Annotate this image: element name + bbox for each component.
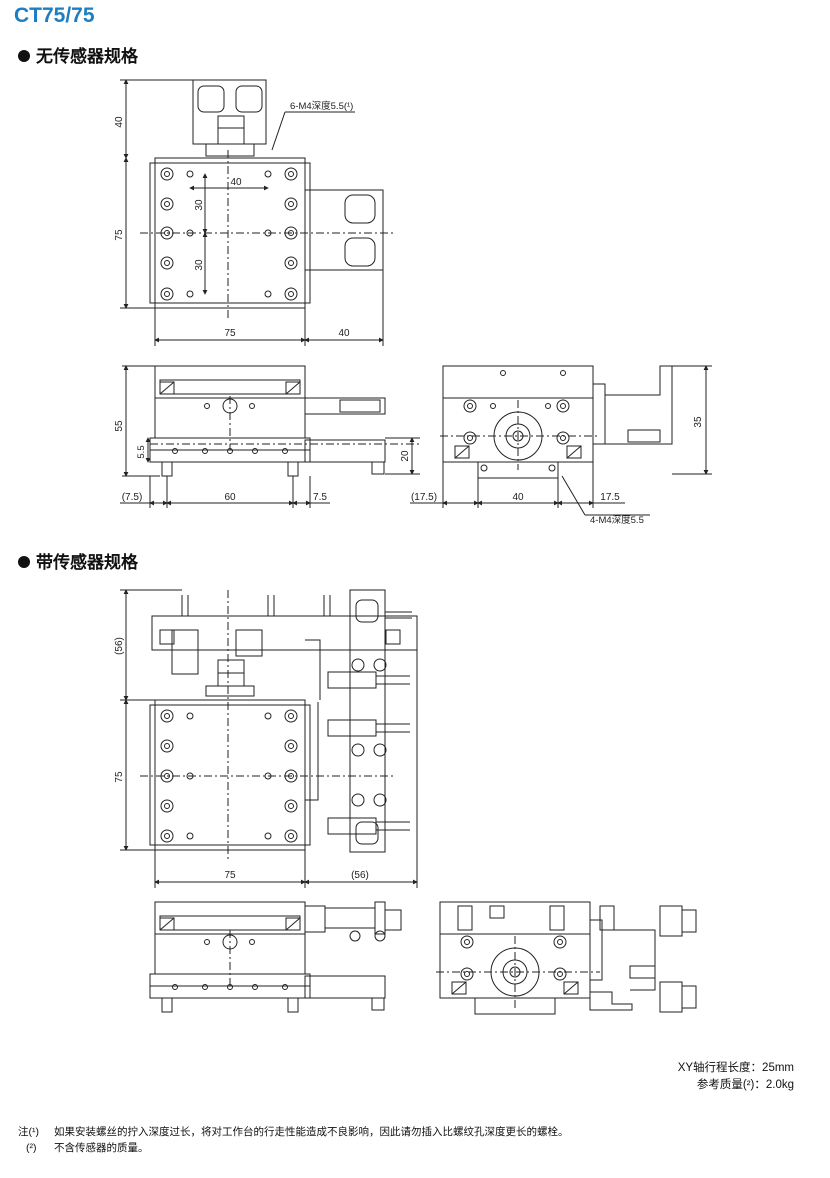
footnote-text: 不含传感器的质量。 [54, 1142, 149, 1154]
page-title: CT75/75 [14, 4, 95, 27]
callout-label: 4-M4深度5.5 [590, 514, 644, 526]
footnote-text: 如果安装螺丝的拧入深度过长，将对工作台的行走性能造成不良影响，因此请勿插入比螺纹… [54, 1126, 569, 1138]
bullet-icon [18, 556, 30, 568]
side-view-with-sensor [436, 901, 697, 1015]
top-view-with-sensor [120, 589, 418, 888]
dim-label: 40 [114, 116, 125, 128]
dim-label: 40 [338, 328, 350, 339]
dim-label: 5.5 [136, 445, 147, 458]
dim-label: 20 [400, 450, 411, 462]
footnotes: 注(¹) 如果安装螺丝的拧入深度过长，将对工作台的行走性能造成不良影响，因此请勿插… [18, 1124, 569, 1156]
dim-label: (56) [351, 870, 369, 881]
side-view-no-sensor [410, 365, 712, 516]
dim-label: (7.5) [122, 492, 143, 503]
callout-label: 6-M4深度5.5(¹) [290, 100, 353, 112]
dim-label: 35 [693, 416, 704, 428]
dim-label: (56) [114, 637, 125, 655]
section-heading-with-sensor: 带传感器规格 [18, 548, 138, 573]
footnote-1: 注(¹) 如果安装螺丝的拧入深度过长，将对工作台的行走性能造成不良影响，因此请勿插… [18, 1124, 569, 1140]
mass-spec: 参考质量(²)：2.0kg [696, 1079, 794, 1091]
dim-label: 75 [114, 229, 125, 241]
footnote-2: (²) 不含传感器的质量。 [18, 1140, 569, 1156]
section-heading-text: 无传感器规格 [36, 47, 138, 66]
section-heading-text: 带传感器规格 [36, 553, 138, 572]
top-view-no-sensor [120, 79, 395, 346]
dim-label: 55 [114, 420, 125, 432]
dim-label: 40 [230, 177, 242, 188]
dim-label: 75 [224, 870, 236, 881]
dim-label: (17.5) [411, 492, 437, 503]
stroke-spec: XY轴行程长度：25mm [677, 1062, 794, 1074]
dim-label: 30 [194, 199, 205, 211]
footnote-key: (²) [26, 1142, 37, 1154]
dim-label: 75 [114, 771, 125, 783]
bullet-icon [18, 50, 30, 62]
front-view-with-sensor [149, 901, 402, 1013]
dim-label: 75 [224, 328, 236, 339]
dim-label: 40 [512, 492, 524, 503]
mounting-holes [160, 167, 298, 301]
dim-label: 30 [194, 259, 205, 271]
dim-label: 17.5 [600, 492, 620, 503]
dim-label: 60 [224, 492, 236, 503]
footnote-key: 注(¹) [18, 1126, 39, 1138]
dim-label: 7.5 [313, 492, 327, 503]
spec-summary: XY轴行程长度：25mm 参考质量(²)：2.0kg [678, 1060, 794, 1094]
section-heading-no-sensor: 无传感器规格 [18, 42, 138, 67]
front-view-no-sensor [120, 365, 420, 508]
mounting-holes [160, 709, 298, 843]
